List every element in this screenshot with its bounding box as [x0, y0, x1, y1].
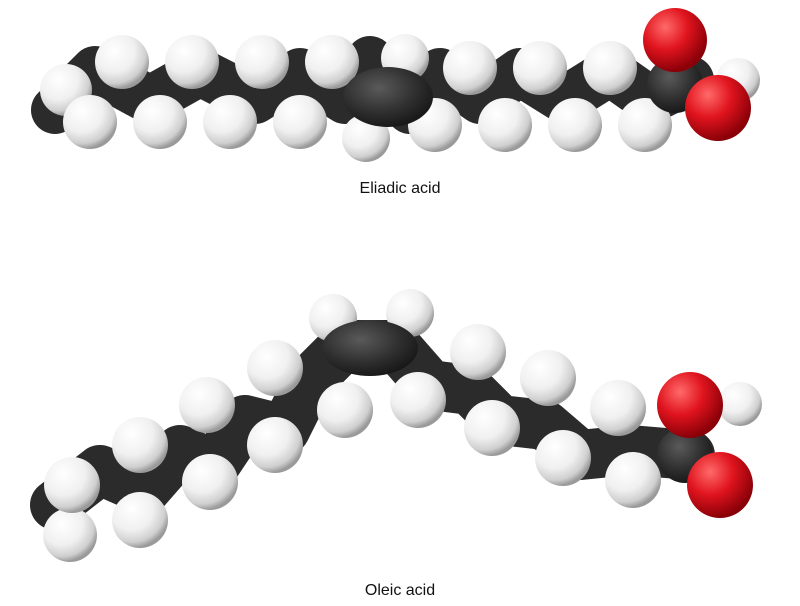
- oleic-hydrogen-atom: [43, 508, 97, 562]
- oleic-hydrogen-atom: [464, 400, 520, 456]
- elaidic-hydrogen-atom: [583, 41, 637, 95]
- oleic-acid-label: Oleic acid: [364, 582, 436, 599]
- elaidic-hydrogen-atom: [478, 98, 532, 152]
- elaidic-hydrogen-atom: [618, 98, 672, 152]
- oleic-oxygen-atom: [687, 452, 753, 518]
- elaidic-hydrogen-atom: [235, 35, 289, 89]
- oleic-hydrogen-atom: [182, 454, 238, 510]
- elaidic-hydrogen-atom: [165, 35, 219, 89]
- oleic-hydrogen-atom: [386, 289, 434, 337]
- oleic-hydrogen-atom: [605, 452, 661, 508]
- oleic-double-bond-carbons: [322, 320, 418, 376]
- oleic-hydrogen-atom: [520, 350, 576, 406]
- elaidic-hydrogen-atom: [133, 95, 187, 149]
- elaidic-double-bond-carbons: [343, 67, 433, 127]
- oleic-hydroxyl-hydrogen: [718, 382, 762, 426]
- oleic-hydrogen-atom: [590, 380, 646, 436]
- oleic-hydrogen-atom: [179, 377, 235, 433]
- elaidic-hydrogen-atom: [548, 98, 602, 152]
- elaidic-hydrogen-atom: [305, 35, 359, 89]
- oleic-hydrogen-atom: [390, 372, 446, 428]
- elaidic-acid-model: [31, 8, 760, 162]
- elaidic-hydrogen-atom: [63, 95, 117, 149]
- oleic-hydrogen-atom: [450, 324, 506, 380]
- elaidic-hydrogen-atom: [443, 41, 497, 95]
- elaidic-hydrogen-atom: [513, 41, 567, 95]
- oleic-hydrogen-atom: [535, 430, 591, 486]
- elaidic-acid-label: Eliadic acid: [359, 180, 441, 197]
- oleic-hydrogen-atom: [247, 340, 303, 396]
- oleic-oxygen-atom: [657, 372, 723, 438]
- elaidic-oxygen-atom: [685, 75, 751, 141]
- oleic-acid-model: [30, 289, 762, 562]
- oleic-hydrogen-atom: [112, 417, 168, 473]
- oleic-hydrogen-atom: [44, 457, 100, 513]
- elaidic-hydrogen-atom: [203, 95, 257, 149]
- elaidic-hydrogen-atom: [273, 95, 327, 149]
- oleic-hydrogen-atom: [317, 382, 373, 438]
- oleic-hydrogen-atom: [112, 492, 168, 548]
- oleic-hydrogen-atom: [247, 417, 303, 473]
- elaidic-hydrogen-atom: [95, 35, 149, 89]
- elaidic-oxygen-atom: [643, 8, 707, 72]
